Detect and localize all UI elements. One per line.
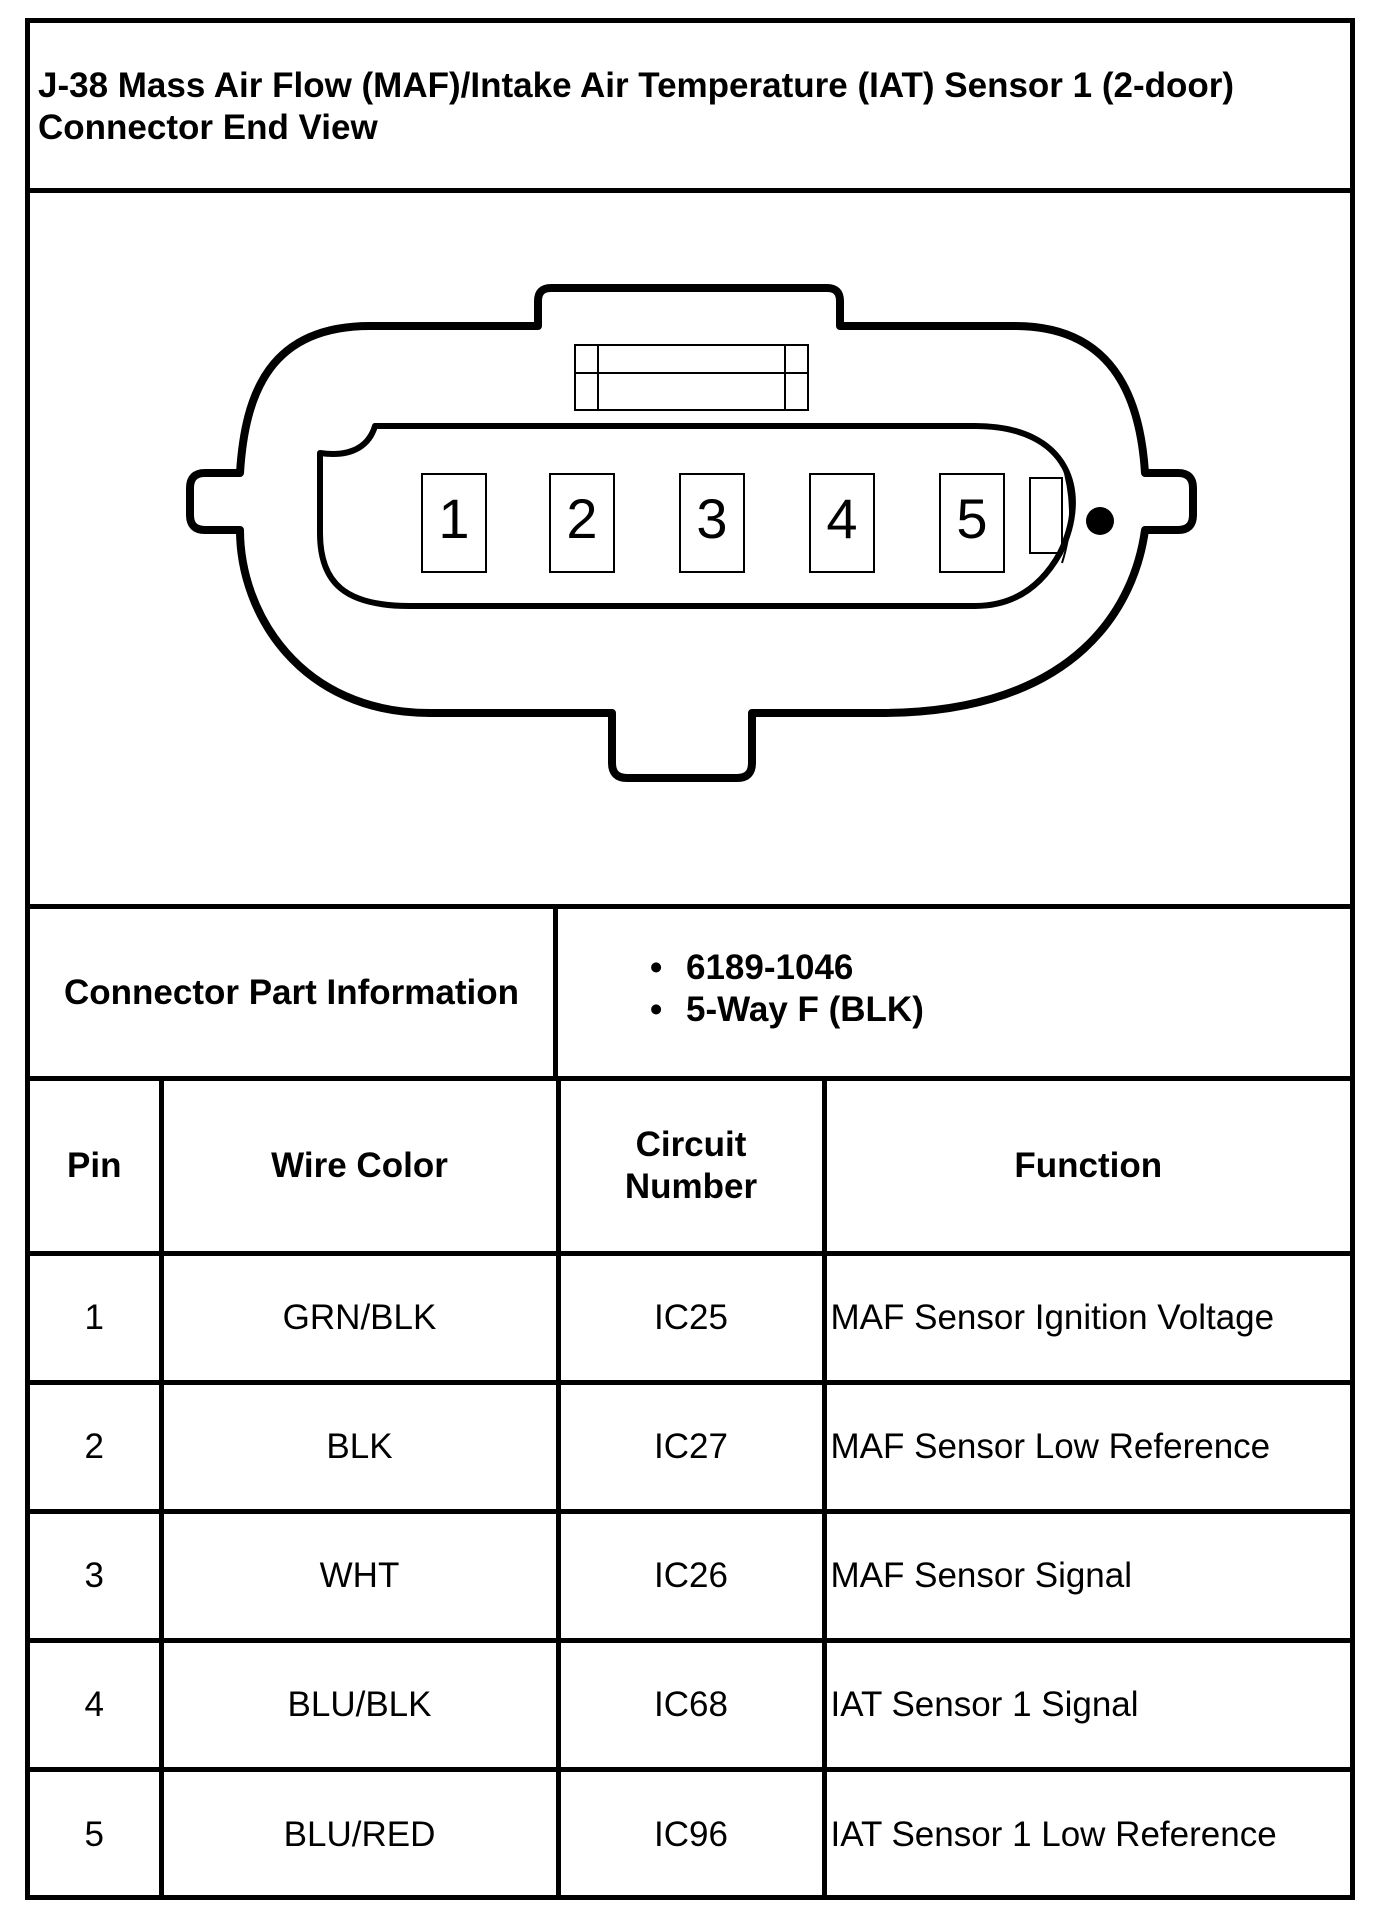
cell-function: IAT Sensor 1 Signal [821,1637,1350,1772]
cell-pin: 5 [30,1766,164,1898]
header-function: Function [821,1081,1350,1256]
cell-pin: 2 [30,1379,164,1514]
header-pin: Pin [30,1081,164,1256]
cell-circuit: IC26 [555,1508,827,1643]
pin-cavity-3: 3 [679,473,745,573]
cell-pin: 3 [30,1508,164,1643]
keying-notch [1029,477,1063,554]
table-row: 2 BLK IC27 MAF Sensor Low Reference [30,1379,1350,1514]
cell-circuit: IC25 [555,1250,827,1385]
polarization-dot [1086,507,1114,535]
latch [574,344,809,411]
pin-label: 1 [438,487,469,550]
table-row: 1 GRN/BLK IC25 MAF Sensor Ignition Volta… [30,1250,1350,1385]
pinout-table: Pin Wire Color Circuit Number Function 1… [30,1081,1350,1898]
pin-label: 4 [826,487,857,550]
part-number: 6189-1046 [558,947,1350,989]
part-description: 5-Way F (BLK) [558,989,1350,1031]
cell-wire-color: BLK [158,1379,561,1514]
pin-cavity-1: 1 [421,473,487,573]
page-title: J-38 Mass Air Flow (MAF)/Intake Air Temp… [30,23,1350,193]
cell-function: IAT Sensor 1 Low Reference [821,1766,1350,1898]
table-row: 4 BLU/BLK IC68 IAT Sensor 1 Signal [30,1637,1350,1772]
connector-diagram: 1 2 3 4 5 [186,284,1197,782]
cell-wire-color: WHT [158,1508,561,1643]
cell-wire-color: BLU/BLK [158,1637,561,1772]
pin-label: 2 [566,487,597,550]
header-wire-color: Wire Color [158,1081,561,1256]
part-info-list: 6189-1046 5-Way F (BLK) [558,909,1350,1076]
cell-pin: 4 [30,1637,164,1772]
cell-function: MAF Sensor Signal [821,1508,1350,1643]
pin-cavity-2: 2 [549,473,615,573]
pin-cavity-5: 5 [939,473,1005,573]
pin-cavity-outline [317,423,1076,609]
part-info-label: Connector Part Information [30,909,558,1076]
pin-cavity-4: 4 [809,473,875,573]
cell-wire-color: BLU/RED [158,1766,561,1898]
pin-label: 3 [696,487,727,550]
cell-function: MAF Sensor Low Reference [821,1379,1350,1514]
connector-sheet: J-38 Mass Air Flow (MAF)/Intake Air Temp… [25,18,1355,1900]
connector-end-view: 1 2 3 4 5 [30,193,1350,909]
header-circuit-number-text: Circuit Number [624,1124,758,1206]
cell-pin: 1 [30,1250,164,1385]
table-row: 3 WHT IC26 MAF Sensor Signal [30,1508,1350,1643]
cell-wire-color: GRN/BLK [158,1250,561,1385]
cell-function: MAF Sensor Ignition Voltage [821,1250,1350,1385]
cell-circuit: IC68 [555,1637,827,1772]
pin-label: 5 [956,487,987,550]
connector-part-information: Connector Part Information 6189-1046 5-W… [30,909,1350,1081]
table-header-row: Pin Wire Color Circuit Number Function [30,1081,1350,1256]
connector-housing-outline [186,284,1197,782]
cell-circuit: IC96 [555,1766,827,1898]
cell-circuit: IC27 [555,1379,827,1514]
table-row: 5 BLU/RED IC96 IAT Sensor 1 Low Referenc… [30,1766,1350,1898]
header-circuit-number: Circuit Number [555,1081,827,1256]
